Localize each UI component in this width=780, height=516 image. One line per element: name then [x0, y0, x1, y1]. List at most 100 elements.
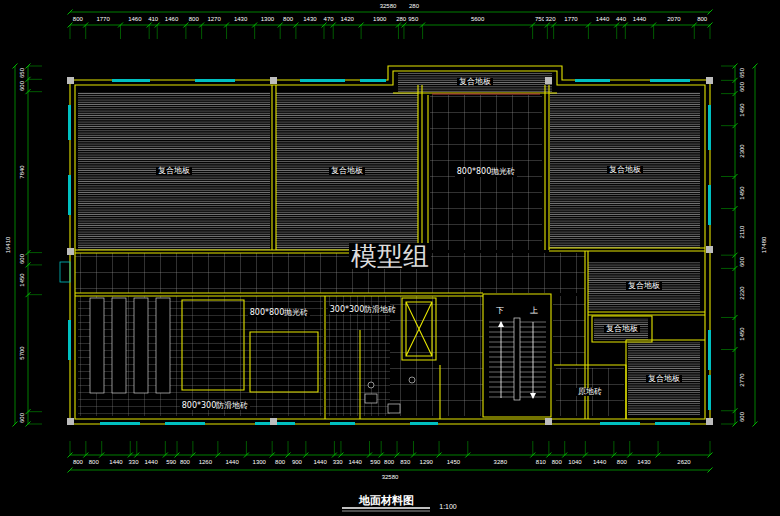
dimension-text: 800 [72, 16, 84, 22]
dimension-line [13, 64, 18, 427]
dimension-text: 1300 [260, 16, 275, 22]
fixture [388, 404, 400, 413]
dimension-line [721, 208, 735, 209]
dimension-text: 2620 [676, 459, 691, 465]
stair-symbol [489, 337, 514, 338]
dimension-line [735, 66, 736, 424]
floor-finish [75, 253, 585, 293]
dimension-line [70, 470, 710, 471]
dimension-text: 800 [383, 459, 395, 465]
dimension-text: 800 [616, 459, 628, 465]
dimension-line [26, 64, 43, 427]
fixture [90, 298, 415, 413]
title-underline [342, 511, 430, 512]
dimension-text: 600 [19, 412, 25, 424]
dimension-text: 2770 [739, 372, 745, 387]
dimension-text: 1040 [567, 459, 582, 465]
window [112, 79, 150, 82]
dimension-line [68, 468, 73, 473]
wall [592, 316, 652, 342]
wall [75, 293, 483, 296]
dimension-line [254, 25, 255, 39]
dimension-text: 600 [739, 411, 745, 423]
dimension-text: 1460 [164, 16, 179, 22]
dimension-line [70, 25, 71, 39]
dimension-line [532, 441, 533, 455]
stair-symbol [489, 362, 514, 363]
dimension-total: 16410 [5, 236, 11, 255]
dimension-text: 600 [739, 81, 745, 93]
dimension-line [721, 125, 735, 126]
dimension-line [28, 252, 42, 253]
window [100, 422, 140, 425]
wall [402, 298, 436, 360]
dimension-line [280, 25, 281, 39]
floor-zone: 800*800抛光砖 [236, 302, 322, 324]
window [68, 105, 71, 140]
dimension-total: 32580 [381, 474, 400, 480]
dimension-line [381, 441, 382, 455]
dimension-text: 1440 [108, 459, 123, 465]
wall [393, 85, 557, 250]
dimension-text: 650 [19, 67, 25, 79]
dimension-line [753, 64, 758, 69]
window [60, 262, 70, 282]
dimension-line [177, 441, 178, 455]
window [708, 105, 711, 150]
dimension-line [721, 64, 738, 427]
stair-symbol [489, 382, 514, 383]
dimension-line [710, 25, 711, 39]
window [68, 175, 71, 215]
dimension-text: 600 [19, 79, 25, 91]
dimension-line [548, 441, 549, 455]
dimension-line [68, 10, 713, 15]
floor-zone: 800*800抛光砖 [430, 95, 542, 250]
stair-symbol [530, 393, 536, 399]
dimension-text: 800 [551, 459, 563, 465]
dimension-line [136, 441, 137, 455]
dimension-text: 3280 [493, 459, 508, 465]
window [575, 79, 610, 82]
dimension-text: 900 [291, 459, 303, 465]
window [68, 320, 71, 360]
stair-symbol [489, 387, 514, 388]
floor-finish [628, 342, 700, 416]
column [706, 77, 713, 84]
dimension-text: 800 [188, 16, 200, 22]
dimension-text: 1440 [143, 459, 158, 465]
dimension-line [613, 441, 614, 455]
dimension-line [85, 441, 86, 455]
dimension-text: 600 [739, 256, 745, 268]
floor-finish [390, 296, 483, 416]
wall [325, 296, 440, 419]
dimension-line [323, 25, 324, 39]
dimension-text: 5600 [470, 16, 485, 22]
dimension-line [130, 441, 131, 455]
floor-zone: 复合地板 [594, 318, 650, 340]
dimension-line [28, 424, 42, 425]
dimension-text: 1440 [592, 459, 607, 465]
wall [626, 340, 705, 419]
stair-symbol [489, 342, 514, 343]
fixture [368, 382, 374, 388]
dimension-line [157, 25, 158, 39]
dimension-line [721, 66, 735, 67]
window [165, 422, 205, 425]
dimension-line [708, 468, 713, 473]
dimension-text: 330 [128, 459, 140, 465]
dimension-text: 800 [696, 16, 708, 22]
floor-zone: 复合地板 [276, 92, 418, 250]
window [708, 330, 711, 370]
dimension-text: 800 [88, 459, 100, 465]
material-label: 复合地板 [457, 78, 493, 87]
dimension-text: 1450 [739, 185, 745, 200]
column [67, 77, 74, 84]
dimension-text: 950 [407, 16, 419, 22]
dimension-text: 1450 [19, 272, 25, 287]
dimension-line [721, 349, 735, 350]
dimension-line [28, 294, 42, 295]
window [650, 79, 690, 82]
wall [272, 85, 422, 250]
column [270, 77, 277, 84]
